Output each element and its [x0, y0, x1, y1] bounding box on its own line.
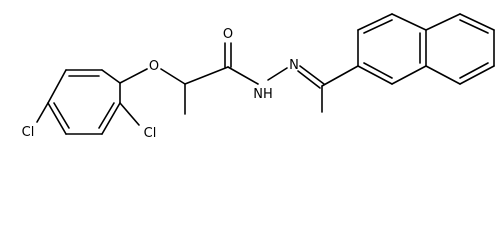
- dichlorophenyl-ring: [47, 69, 121, 135]
- chlorine-substituents: [36, 102, 140, 126]
- imine-nitrogen-label: N: [289, 58, 299, 73]
- side-chain: [119, 42, 359, 115]
- molecule-structure: Cl Cl O O NH N: [22, 13, 495, 141]
- cl-para-label: Cl: [22, 125, 35, 140]
- cl-ortho-label: Cl: [144, 126, 157, 141]
- amide-nh-label: NH: [253, 87, 273, 102]
- carbonyl-oxygen-label: O: [223, 27, 233, 42]
- naphthalene-ring: [357, 13, 495, 85]
- ether-oxygen-label: O: [149, 59, 159, 74]
